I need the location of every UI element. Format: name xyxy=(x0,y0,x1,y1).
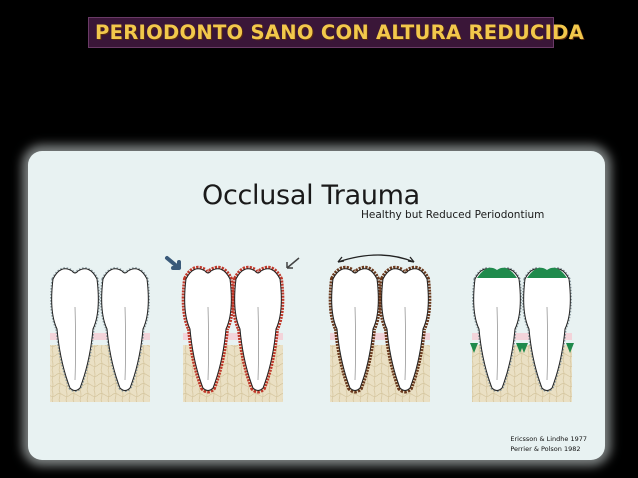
gingiva xyxy=(472,333,572,340)
tooth-panel-adapted xyxy=(470,267,574,402)
references: Ericsson & Lindhe 1977 Perrier & Polson … xyxy=(510,434,587,454)
occlusal-wear-mark xyxy=(527,267,567,278)
root-canal xyxy=(546,306,548,381)
root-canal xyxy=(207,306,209,381)
slide-title: PERIODONTO SANO CON ALTURA REDUCIDA xyxy=(95,21,585,44)
tooth xyxy=(234,268,282,391)
root-canal xyxy=(496,306,498,381)
crestal-bone-mark xyxy=(566,343,574,353)
root-canal xyxy=(74,306,76,381)
double-arrow-icon xyxy=(337,254,415,263)
tooth xyxy=(51,268,99,391)
occlusal-wear-mark xyxy=(477,267,517,278)
tooth xyxy=(101,268,149,391)
crestal-bone-mark xyxy=(470,343,478,353)
force-arrow-left-icon xyxy=(165,256,181,270)
gingiva xyxy=(50,333,150,340)
slide-title-banner: PERIODONTO SANO CON ALTURA REDUCIDA xyxy=(88,17,585,48)
figure-title: Occlusal Trauma xyxy=(202,180,420,211)
force-arrow-right-icon xyxy=(286,257,300,269)
tooth xyxy=(331,268,379,391)
tooth-panel-mobility xyxy=(328,254,432,402)
crestal-bone-mark xyxy=(520,343,528,353)
tooth xyxy=(381,268,429,391)
root-canal xyxy=(124,306,126,381)
gingiva xyxy=(183,333,283,340)
reference-1: Ericsson & Lindhe 1977 xyxy=(510,435,587,443)
root-canal xyxy=(404,306,406,381)
tooth-panel-jiggling-force xyxy=(165,256,300,402)
tooth xyxy=(184,268,232,391)
tooth-panel-normal xyxy=(50,267,150,402)
root-canal xyxy=(354,306,356,381)
gingiva xyxy=(330,333,430,340)
reference-2: Perrier & Polson 1982 xyxy=(510,445,581,453)
double-arrow-heads-icon xyxy=(337,256,415,263)
figure-subtitle: Healthy but Reduced Periodontium xyxy=(361,209,545,221)
root-canal xyxy=(257,306,259,381)
